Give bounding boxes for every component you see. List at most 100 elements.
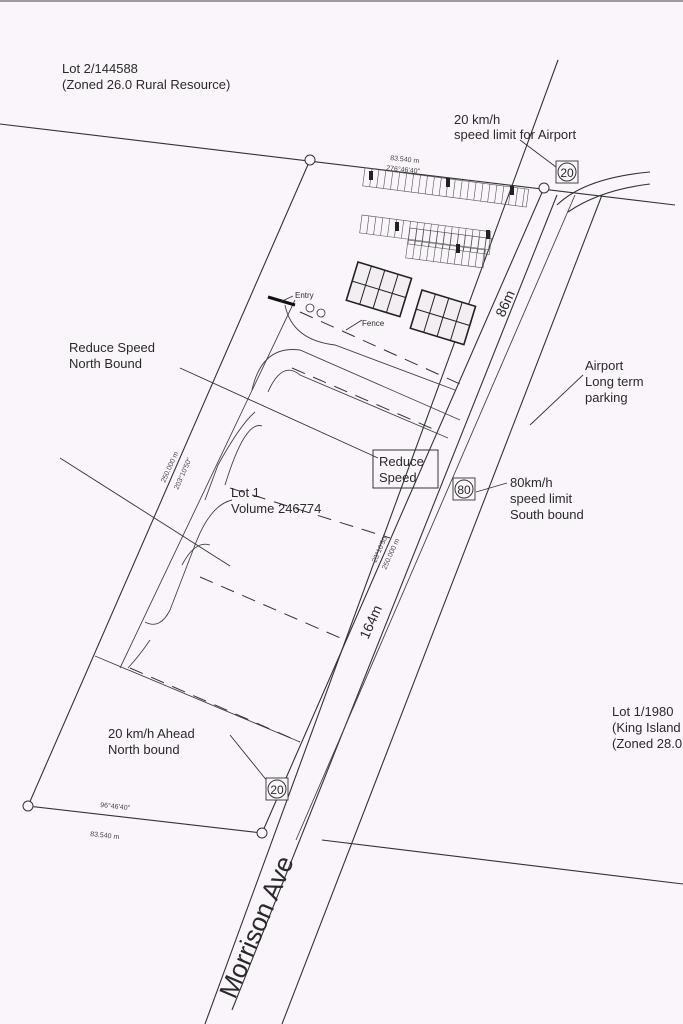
leader-airport-parking [529, 374, 584, 426]
speed-sign-north: 20 [265, 777, 289, 801]
bay-marker-6 [486, 230, 490, 239]
carpark-access-arc [284, 304, 456, 391]
survey-peg-nw [304, 154, 316, 166]
bay-marker-5 [456, 244, 460, 253]
parking-stall-divider [412, 240, 416, 259]
carpark-loop-2 [267, 369, 449, 439]
east-lot-number: Lot 1/1980 [612, 704, 673, 719]
parking-stall-divider [428, 230, 432, 247]
parking-stall-divider [438, 177, 442, 196]
airport-road-curve-outer [556, 171, 651, 206]
fence-leader [345, 319, 363, 331]
leader-airport-speed [519, 139, 561, 171]
airport-parking-line2: Long term [585, 374, 644, 389]
lot-boundaries [0, 123, 683, 885]
parking-stall-divider [383, 170, 387, 189]
parking-stall-divider [460, 247, 464, 266]
morrison-ave-road [204, 59, 651, 1024]
north-lot-zone: (Zoned 26.0 Rural Resource) [62, 77, 230, 92]
entry-marker-a [305, 303, 315, 313]
survey-peg-se [256, 827, 268, 839]
road-inner-line [295, 194, 576, 841]
road-east-edge [281, 194, 603, 1024]
road-name-label: Morrison Ave [213, 851, 300, 1002]
parking-stall-divider [431, 176, 435, 195]
east-lot-zone: (Zoned 28.0 [612, 736, 682, 751]
parking-stall-divider [401, 220, 404, 239]
leader-ahead-north [229, 734, 269, 783]
north-lot-number: Lot 2/144588 [62, 61, 138, 76]
parking-row-3 [407, 227, 492, 255]
parking-stall-divider [417, 175, 421, 194]
carpark-loop-1 [251, 349, 461, 421]
parking-stall-divider [449, 233, 452, 250]
parking-stall-divider [390, 171, 394, 190]
fence-label: Fence [362, 319, 385, 328]
parking-stall-divider [487, 184, 491, 203]
reduce-speed-north-line2: North Bound [69, 356, 142, 371]
entry-label: Entry [295, 291, 314, 300]
south-boundary-length: 83.540 m [90, 831, 120, 841]
dashed-line-3 [229, 487, 391, 539]
parking-stall-divider [467, 248, 471, 267]
dashed-line-4 [199, 576, 346, 641]
airport-parking-line3: parking [585, 390, 628, 405]
carpark-loop-3 [204, 411, 256, 501]
north-boundary-length: 83.540 m [390, 155, 420, 165]
parking-stall-divider [463, 235, 466, 252]
carpark-loop-7 [127, 639, 151, 669]
south-speed-line2: speed limit [510, 491, 573, 506]
parking-row-1 [362, 167, 529, 208]
dashed-line-2 [291, 367, 441, 433]
site-lot-name: Lot 1 [231, 485, 260, 500]
entry-leader [279, 295, 294, 303]
parking-stall-divider [470, 236, 473, 253]
parking-stall-divider [373, 216, 377, 235]
parking-stall-divider [452, 179, 456, 198]
road-west-edge [204, 59, 559, 1024]
parking-stall-divider [459, 180, 463, 199]
parking-bays [359, 167, 529, 269]
north-boundary-bearing: 276°46'40" [386, 164, 421, 176]
parking-stall-divider [474, 248, 478, 267]
sign-airport-text: 20 [560, 166, 574, 180]
parking-stall-divider [376, 169, 380, 188]
speed-sign-airport: 20 [555, 160, 579, 184]
reduce-speed-box-line1: Reduce [379, 454, 424, 469]
dashed-line-1 [299, 311, 461, 385]
parking-stall-divider [433, 243, 437, 262]
south-speed-line3: South bound [510, 507, 584, 522]
parking-stall-divider [484, 237, 487, 254]
parking-stall-divider [380, 217, 384, 236]
reduce-speed-box [372, 449, 439, 489]
parking-stall-divider [481, 249, 485, 268]
airport-speed-line1: 20 km/h [454, 112, 500, 127]
bay-marker-3 [510, 186, 514, 195]
parking-stall-divider [387, 218, 391, 237]
carpark-loop-8 [144, 609, 171, 625]
parking-stall-divider [414, 228, 418, 245]
speed-sign-south: 80 [452, 477, 476, 501]
bay-marker-4 [395, 222, 399, 231]
carpark-west-edge [119, 299, 296, 669]
parking-stall-divider [404, 173, 407, 192]
parking-stall-divider [426, 242, 430, 261]
leader-south-speed [475, 482, 508, 493]
car-park-layout [119, 299, 461, 743]
parking-stall-divider [473, 182, 477, 201]
east-lot-name: (King Island [612, 720, 681, 735]
parking-stall-divider [522, 188, 525, 207]
parking-stall-divider [494, 185, 498, 204]
parking-stall-divider [435, 231, 439, 248]
survey-peg-ne [538, 182, 550, 194]
parking-stall-divider [477, 236, 480, 253]
leader-lot1 [59, 457, 231, 567]
survey-peg-sw [22, 800, 34, 812]
east-lot-boundary [321, 839, 683, 885]
sign-south-text: 80 [457, 483, 471, 497]
parking-stall-divider [421, 229, 425, 246]
bay-marker-1 [369, 171, 373, 180]
ahead-north-line1: 20 km/h Ahead [108, 726, 195, 741]
parking-stall-divider [424, 176, 428, 195]
bay-marker-2 [446, 178, 450, 187]
